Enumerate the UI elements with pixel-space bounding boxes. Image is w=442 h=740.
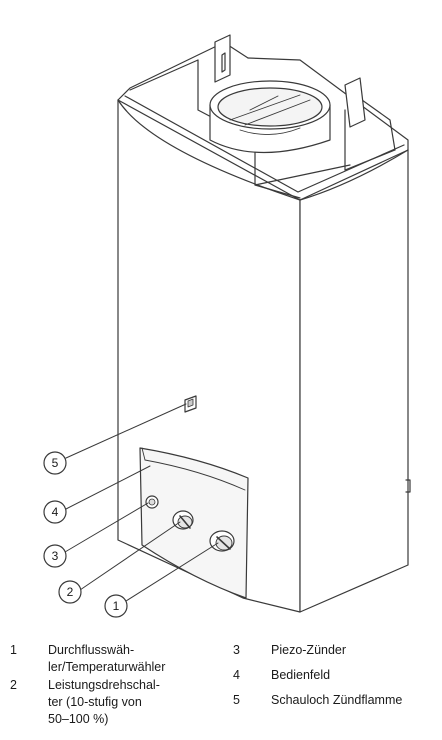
legend-label: ter (10-stufig von	[48, 695, 142, 709]
control-panel	[139, 447, 249, 599]
legend-label: Schauloch Zündflamme	[271, 693, 403, 707]
flow-temperature-selector	[209, 530, 235, 552]
legend-number: 3	[233, 643, 240, 657]
legend-label: Durchflusswäh-	[48, 643, 135, 657]
piezo-igniter	[145, 495, 159, 509]
flue-collar	[209, 80, 331, 154]
legend-label: Bedienfeld	[271, 668, 331, 682]
power-rotary-switch	[172, 510, 194, 530]
svg-text:4: 4	[52, 505, 59, 519]
legend-number: 5	[233, 693, 240, 707]
svg-text:1: 1	[113, 599, 120, 613]
legend-label: ler/Temperaturwähler	[48, 660, 166, 674]
callout-leader-lines	[64, 403, 219, 602]
svg-text:5: 5	[52, 456, 59, 470]
legend-number: 2	[10, 678, 17, 692]
callout-5: 5	[43, 451, 67, 475]
callout-3: 3	[43, 544, 67, 568]
legend-label: Leistungsdrehschal-	[48, 678, 160, 692]
mounting-bracket	[214, 34, 366, 128]
legend-label: Piezo-Zünder	[271, 643, 347, 657]
legend-number: 4	[233, 668, 240, 682]
svg-text:3: 3	[52, 549, 59, 563]
callout-1: 1	[104, 594, 128, 618]
ignition-flame-sight-hole	[184, 395, 197, 413]
legend-label: 50–100 %)	[48, 712, 109, 726]
callout-4: 4	[43, 500, 67, 524]
callout-2: 2	[58, 580, 82, 604]
legend: 1 Durchflusswäh- ler/Temperaturwähler 2 …	[0, 640, 442, 735]
water-heater-illustration: 5 4 3 2 1	[43, 34, 411, 618]
svg-text:2: 2	[67, 585, 74, 599]
legend-number: 1	[10, 643, 17, 657]
